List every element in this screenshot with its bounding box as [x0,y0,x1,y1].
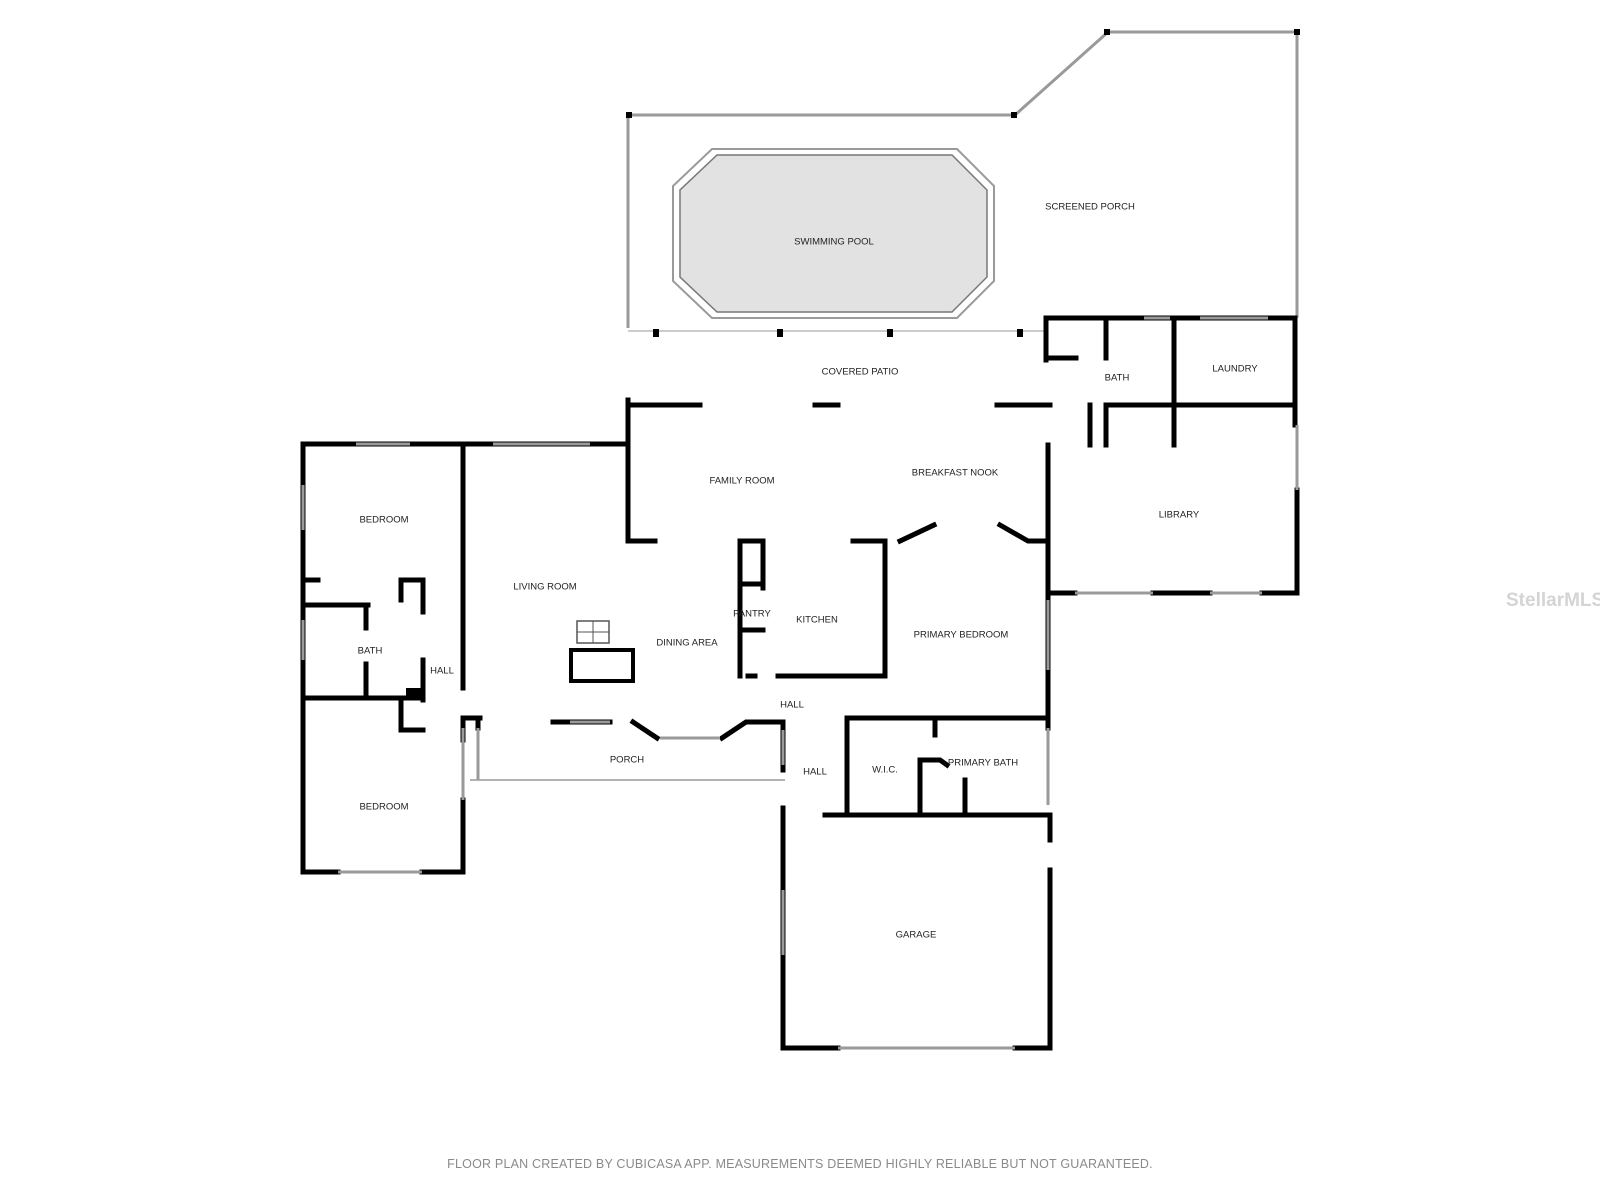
room-label-covered-patio: COVERED PATIO [822,367,899,378]
room-label-primary-bath: PRIMARY BATH [948,758,1018,769]
room-label-bedroom-1: BEDROOM [359,515,408,526]
room-labels: SCREENED PORCH SWIMMING POOL COVERED PAT… [358,202,1259,941]
room-label-porch: PORCH [610,755,644,766]
room-label-hall-center: HALL [780,700,804,711]
room-label-living-room: LIVING ROOM [513,582,576,593]
room-label-screened-porch: SCREENED PORCH [1045,202,1135,213]
room-label-hall-left: HALL [430,666,454,677]
room-label-garage: GARAGE [896,930,937,941]
room-label-family-room: FAMILY ROOM [709,476,774,487]
walls [300,315,1300,1051]
room-label-swimming-pool: SWIMMING POOL [794,237,874,248]
patio-posts [653,329,1023,337]
room-label-dining-area: DINING AREA [656,638,718,649]
swimming-pool [672,148,995,319]
footer-disclaimer: FLOOR PLAN CREATED BY CUBICASA APP. MEAS… [447,1157,1153,1171]
screen-posts [626,29,1300,118]
fireplace-icon [569,620,635,683]
room-label-wic: W.I.C. [872,765,898,776]
room-label-pantry: PANTRY [733,609,771,620]
room-label-breakfast-nook: BREAKFAST NOOK [912,468,999,479]
wall-stub [406,688,422,700]
room-label-kitchen: KITCHEN [796,615,838,626]
room-label-library: LIBRARY [1159,510,1200,521]
room-label-hall-lower: HALL [803,767,827,778]
room-label-bath-upper: BATH [1105,373,1130,384]
windows [301,316,1299,1050]
room-label-bedroom-2: BEDROOM [359,802,408,813]
room-label-primary-bedroom: PRIMARY BEDROOM [914,630,1009,641]
room-label-laundry: LAUNDRY [1212,364,1258,375]
room-label-bath-left: BATH [358,646,383,657]
watermark-logo: StellarMLS [1506,590,1600,611]
